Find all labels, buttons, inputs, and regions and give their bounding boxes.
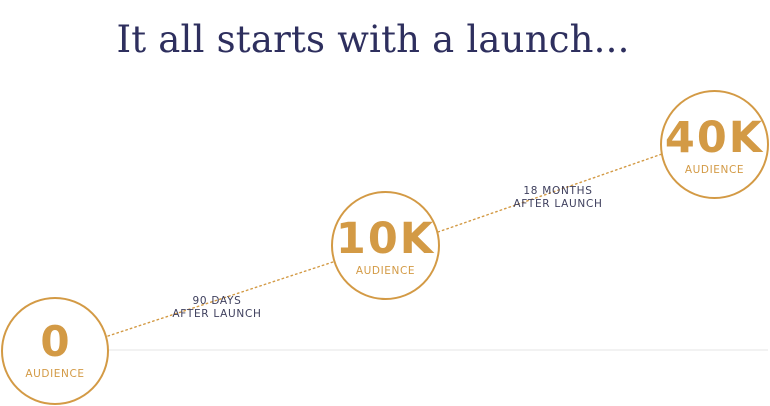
audience-value: 40K — [664, 113, 765, 163]
audience-value: 0 — [40, 317, 70, 366]
milestone-label: 90 DAYS AFTER LAUNCH — [165, 295, 269, 321]
milestone-time: 90 DAYS — [192, 295, 242, 307]
audience-circle-40k: 40K AUDIENCE — [660, 90, 769, 199]
milestone-caption: AFTER LAUNCH — [513, 198, 603, 210]
connector-dotted-line — [107, 261, 334, 337]
milestone-time: 18 MONTHS — [523, 185, 593, 197]
audience-label: AUDIENCE — [684, 164, 745, 176]
page-title: It all starts with a launch... — [116, 18, 630, 61]
audience-value: 10K — [335, 214, 436, 264]
audience-circle-0: 0 AUDIENCE — [1, 297, 109, 405]
connector-dotted-line — [437, 153, 663, 233]
audience-label: AUDIENCE — [25, 368, 85, 380]
audience-circle-10k: 10K AUDIENCE — [331, 191, 440, 300]
milestone-caption: AFTER LAUNCH — [172, 308, 262, 320]
milestone-label: 18 MONTHS AFTER LAUNCH — [505, 185, 611, 211]
audience-label: AUDIENCE — [355, 265, 416, 277]
